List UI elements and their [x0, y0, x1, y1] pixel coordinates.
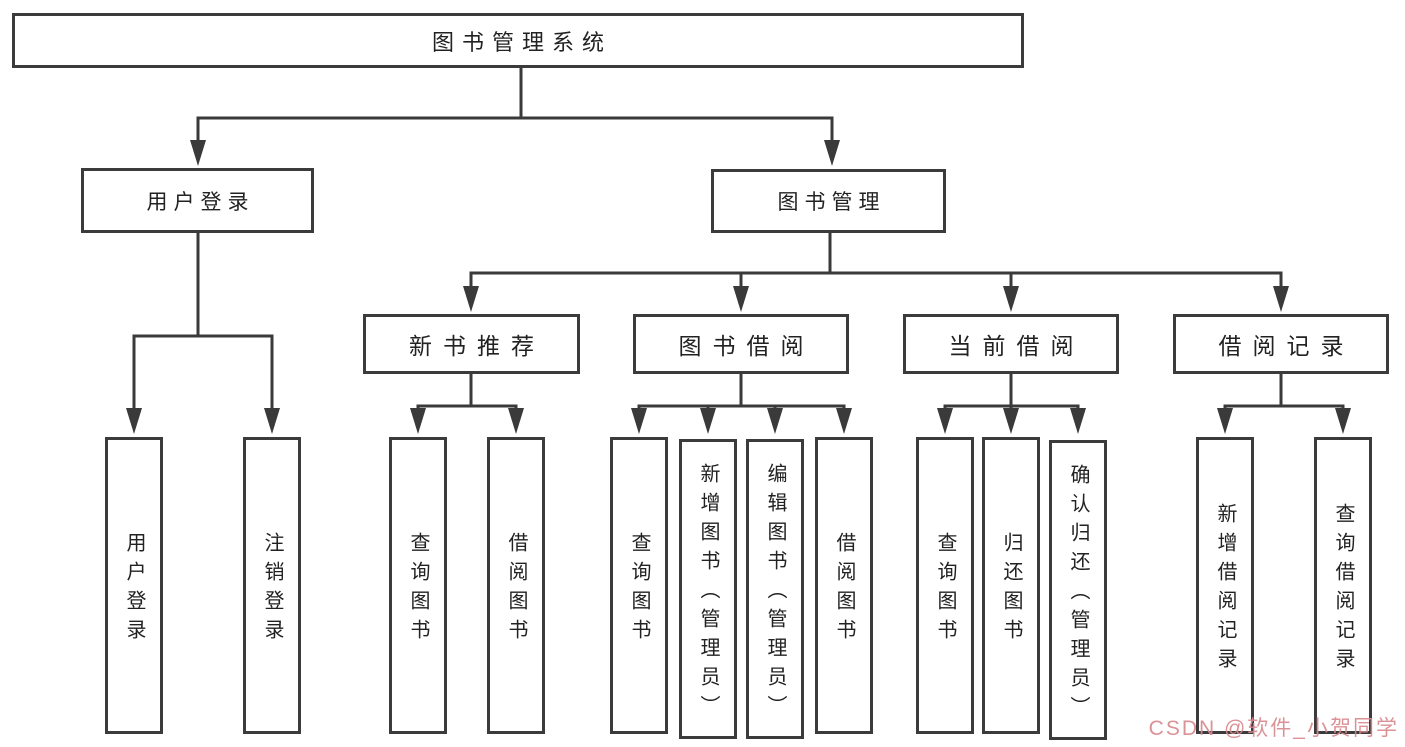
- connector-login-to-leaves: [126, 231, 280, 434]
- connector-section-current-borrow: [937, 372, 1086, 434]
- leaf-logout: 注销登录: [243, 437, 301, 734]
- leaf-nb-query-books: 查询图书: [389, 437, 447, 734]
- leaf-br-query-record: 查询借阅记录: [1314, 437, 1372, 734]
- leaf-bb-query-books: 查询图书: [610, 437, 668, 734]
- connector-mgmt-to-sections: [463, 231, 1289, 312]
- connector-root-to-level1: [190, 66, 840, 166]
- node-root: 图书管理系统: [12, 13, 1024, 68]
- node-section-book-borrow: 图书借阅: [633, 314, 849, 374]
- connector-section-book-borrow: [631, 372, 852, 434]
- node-section-borrow-records: 借阅记录: [1173, 314, 1389, 374]
- leaf-bb-edit-book-admin: 编辑图书（管理员）: [746, 439, 804, 739]
- leaf-bb-borrow-books: 借阅图书: [815, 437, 873, 734]
- leaf-br-add-record: 新增借阅记录: [1196, 437, 1254, 734]
- leaf-cb-confirm-return-admin: 确认归还（管理员）: [1049, 440, 1107, 740]
- watermark: CSDN @软件_小贺同学: [1148, 717, 1399, 740]
- node-book-mgmt: 图书管理: [711, 169, 946, 233]
- node-section-current-borrow: 当前借阅: [903, 314, 1119, 374]
- leaf-bb-add-book-admin: 新增图书（管理员）: [679, 439, 737, 739]
- connector-section-new-book: [410, 372, 524, 434]
- node-user-login: 用户登录: [81, 168, 314, 233]
- leaf-user-login: 用户登录: [105, 437, 163, 734]
- leaf-cb-query-books: 查询图书: [916, 437, 974, 734]
- leaf-nb-borrow-books: 借阅图书: [487, 437, 545, 734]
- leaf-cb-return-books: 归还图书: [982, 437, 1040, 734]
- connector-section-borrow-records: [1217, 372, 1351, 434]
- node-section-new-book: 新书推荐: [363, 314, 580, 374]
